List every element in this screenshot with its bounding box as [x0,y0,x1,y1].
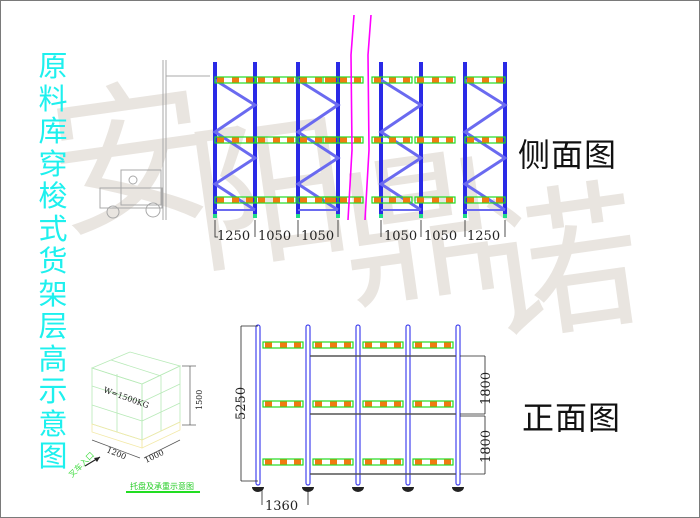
title-char: 示 [38,374,68,408]
title-char: 意 [38,406,68,441]
front-view-label: 正面图 [522,399,622,437]
front-view-racks [252,324,464,492]
vertical-title: 原 料 库 穿 梭 式 货 架 层 高 示 意 图 [36,50,70,473]
title-char: 式 [38,211,68,246]
break-line [347,14,355,221]
pallet-caption: 托盘及承重示意图 [130,481,194,491]
title-char: 库 [38,114,68,148]
side-view-left-racks [211,60,364,220]
dim-total-height: 5250 [234,387,249,420]
entry-label: 叉车入口 [66,450,96,480]
side-view-label: 侧面图 [518,136,618,174]
title-char: 架 [38,276,68,311]
title-char: 料 [38,81,68,116]
dim-side-4: 1050 [384,229,417,244]
break-line [364,14,372,221]
pallet-length: 1200 [105,446,127,462]
title-char: 梭 [38,179,68,213]
dim-level-1: 1800 [479,372,494,405]
title-char: 穿 [38,146,68,181]
pallet-width: 1000 [143,448,165,465]
dim-side-5: 1050 [424,229,457,244]
side-view-right-racks [371,60,509,220]
title-char: 原 [38,49,68,83]
title-char: 图 [38,439,68,473]
title-char: 高 [38,341,68,376]
front-shelves [262,341,454,466]
title-char: 层 [38,309,68,343]
dim-level-2: 1800 [479,430,494,463]
dim-side-6: 1250 [467,229,500,244]
dim-bay-width: 1360 [265,499,298,514]
pallet-load-label: W=1500KG [102,385,150,410]
dim-side-2: 1050 [258,229,291,244]
dim-side-1: 1250 [217,229,250,244]
dim-side-3: 1050 [301,229,334,244]
forklift-icon [99,60,210,220]
title-char: 货 [38,244,68,278]
pallet-height: 1500 [195,390,204,410]
